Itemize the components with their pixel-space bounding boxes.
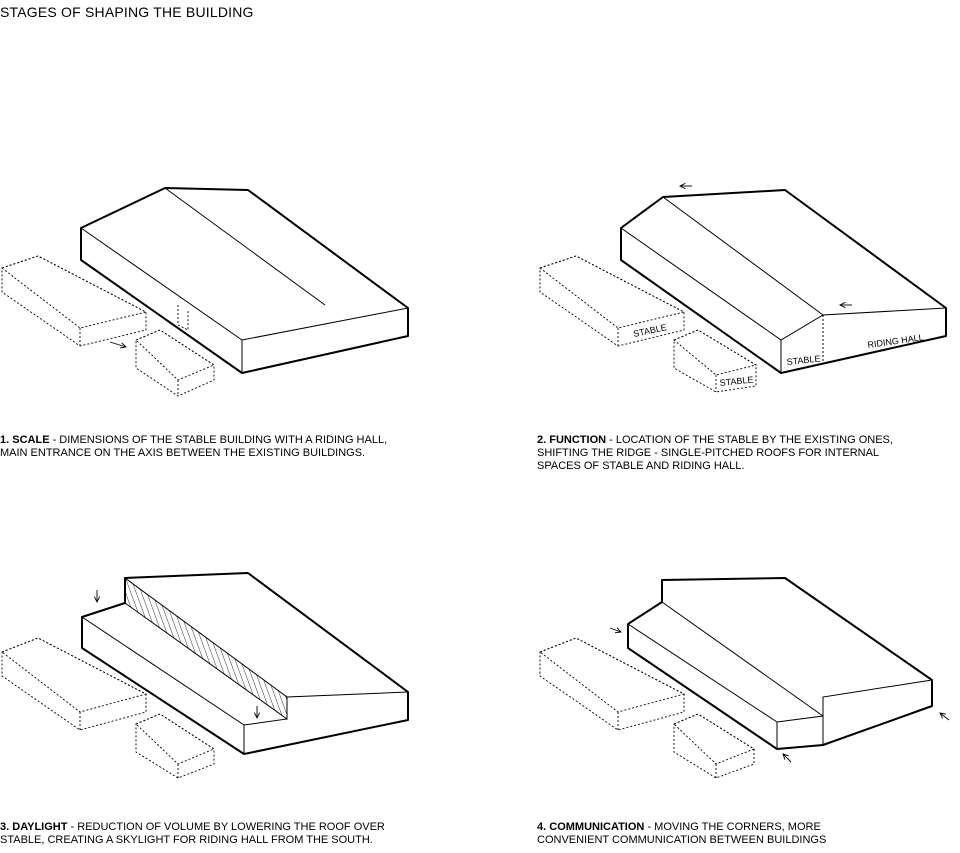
existing-building-b: [673, 713, 755, 779]
stage-4-line1: - MOVING THE CORNERS, MORE: [644, 821, 821, 833]
stage-3-diagram: [1, 572, 409, 779]
stage-3-caption: 3. DAYLIGHT - REDUCTION OF VOLUME BY LOW…: [0, 821, 440, 847]
stage-2-line3: SPACES OF STABLE AND RIDING HALL.: [537, 460, 745, 472]
main-building: [620, 189, 947, 374]
existing-stable-b: [673, 329, 758, 393]
existing-building-b: [135, 329, 215, 397]
stage-2-line1: - LOCATION OF THE STABLE BY THE EXISTING…: [606, 434, 893, 446]
stage-1-line2: MAIN ENTRANCE ON THE AXIS BETWEEN THE EX…: [0, 447, 366, 459]
stage-3-heading: DAYLIGHT: [12, 821, 68, 833]
stage-1-number: 1.: [0, 434, 10, 446]
corner-arrow-right: [940, 713, 950, 721]
stage-2-heading: FUNCTION: [549, 434, 607, 446]
existing-stable-a: [539, 255, 686, 347]
stage-2-diagram: STABLE STABLE STABLE RIDING HALL: [539, 186, 947, 393]
main-building: [80, 187, 409, 374]
stage-2-caption: 2. FUNCTION - LOCATION OF THE STABLE BY …: [537, 434, 957, 473]
stage-2-number: 2.: [537, 434, 547, 446]
label-stable-existing-b: STABLE: [719, 375, 754, 388]
existing-building-a: [1, 637, 148, 731]
existing-building-a: [539, 637, 686, 731]
stage-4-caption: 4. COMMUNICATION - MOVING THE CORNERS, M…: [537, 821, 957, 847]
stage-4-line2: CONVENIENT COMMUNICATION BETWEEN BUILDIN…: [537, 834, 827, 846]
page-title: STAGES OF SHAPING THE BUILDING: [0, 4, 254, 20]
stage-1-diagram: [1, 187, 409, 397]
main-building: [627, 577, 933, 750]
stage-1-line1: - DIMENSIONS OF THE STABLE BUILDING WITH…: [49, 434, 388, 446]
corner-arrow-bottom: [783, 754, 792, 763]
label-stable: STABLE: [786, 354, 821, 367]
stage-2-line2: SHIFTING THE RIDGE - SINGLE-PITCHED ROOF…: [537, 447, 880, 459]
stage-3-line1: - REDUCTION OF VOLUME BY LOWERING THE RO…: [67, 821, 385, 833]
stage-1-heading: SCALE: [12, 434, 50, 446]
label-stable-existing-a: STABLE: [632, 322, 667, 339]
stage-3-line2: STABLE, CREATING A SKYLIGHT FOR RIDING H…: [0, 834, 373, 846]
existing-building-a: [1, 255, 148, 347]
existing-building-b: [135, 713, 215, 779]
corner-arrow-left: [609, 628, 621, 632]
stage-4-diagram: [539, 577, 950, 779]
stage-4-heading: COMMUNICATION: [549, 821, 645, 833]
stage-4-number: 4.: [537, 821, 547, 833]
stage-1-caption: 1. SCALE - DIMENSIONS OF THE STABLE BUIL…: [0, 434, 440, 460]
stage-3-number: 3.: [0, 821, 10, 833]
entrance-arrow: [109, 341, 126, 347]
